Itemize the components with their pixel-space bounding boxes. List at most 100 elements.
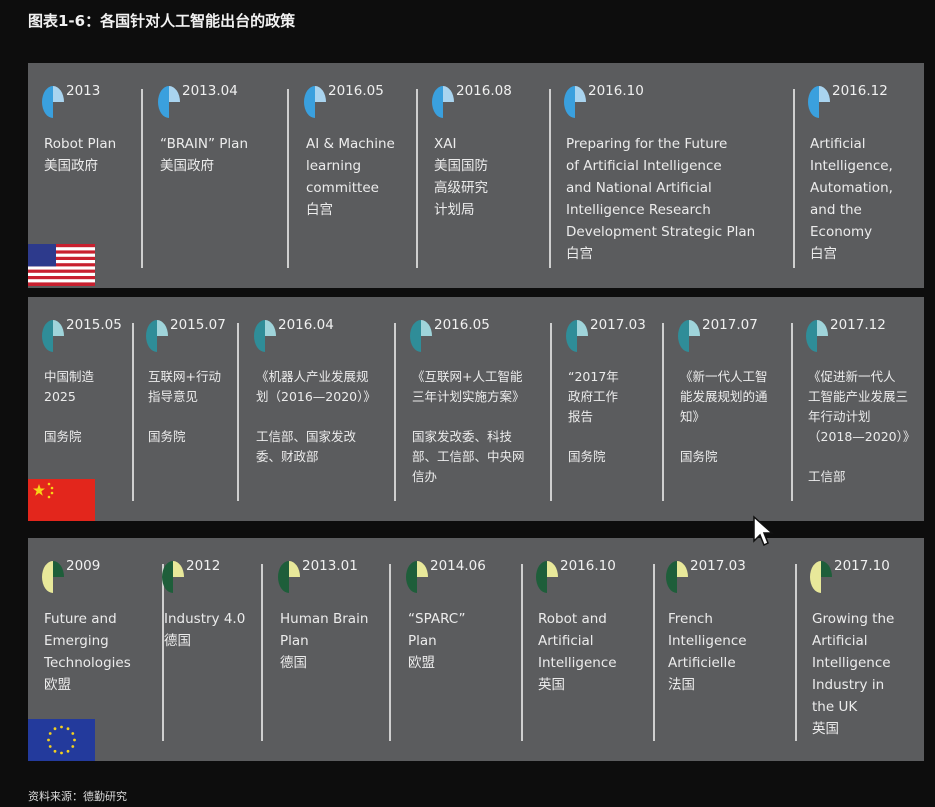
policy-item: 2017.12 《促进新一代人 工智能产业发展三 年行动计划 （2018—202… — [792, 297, 924, 521]
policy-year: 2017.10 — [834, 558, 890, 574]
divider — [550, 323, 552, 501]
policy-agency: 英国 — [538, 677, 565, 693]
divider — [141, 89, 143, 268]
pie-icon — [808, 86, 830, 118]
policy-year: 2013 — [66, 83, 101, 99]
divider — [521, 564, 523, 741]
policy-agency: 白宫 — [306, 202, 333, 218]
pie-icon — [278, 561, 300, 593]
policy-agency: 国务院 — [680, 449, 718, 464]
divider — [662, 323, 664, 501]
policy-year: 2016.10 — [588, 83, 644, 99]
policy-year: 2016.04 — [278, 317, 334, 333]
chart-title: 图表1-6：各国针对人工智能出台的政策 — [28, 12, 296, 30]
policy-year: 2017.07 — [702, 317, 758, 333]
policy-item: 2016.10 Preparing for the Future of Arti… — [550, 63, 790, 288]
divider — [287, 89, 289, 268]
policy-agency: 国家发改委、科技 部、工信部、中央网 信办 — [412, 429, 525, 484]
divider — [549, 89, 551, 268]
divider — [237, 323, 239, 501]
policy-year: 2016.08 — [456, 83, 512, 99]
policy-agency: 法国 — [668, 677, 695, 693]
policy-year: 2009 — [66, 558, 101, 574]
pie-icon — [432, 86, 454, 118]
policy-name: 《机器人产业发展规 划（2016—2020）》工信部、国家发改 委、财政部 — [256, 369, 376, 464]
policy-agency: 德国 — [164, 633, 191, 649]
policy-year: 2017.12 — [830, 317, 886, 333]
policy-agency: 工信部、国家发改 委、财政部 — [256, 429, 357, 464]
pie-icon — [162, 561, 184, 593]
divider — [132, 323, 134, 501]
policy-agency: 国务院 — [568, 449, 606, 464]
policy-year: 2013.01 — [302, 558, 358, 574]
policy-year: 2017.03 — [690, 558, 746, 574]
policy-name: 《互联网+人工智能 三年计划实施方案》国家发改委、科技 部、工信部、中央网 信办 — [412, 369, 525, 484]
pie-icon — [564, 86, 586, 118]
policy-item: 2016.10 Robot and Artificial Intelligenc… — [522, 538, 650, 761]
pie-icon — [304, 86, 326, 118]
divider — [261, 564, 263, 741]
source-note: 资料来源：德勤研究 — [28, 790, 127, 803]
policy-agency: 欧盟 — [408, 655, 435, 671]
pie-icon — [42, 86, 64, 118]
policy-year: 2016.10 — [560, 558, 616, 574]
pie-icon — [536, 561, 558, 593]
policy-item: 2017.03 “2017年 政府工作 报告国务院 — [552, 297, 660, 521]
pie-icon — [666, 561, 688, 593]
divider — [162, 564, 164, 741]
policy-year: 2016.05 — [434, 317, 490, 333]
divider — [416, 89, 418, 268]
eu-flag-icon — [28, 719, 95, 761]
pie-icon — [42, 561, 64, 593]
policy-agency: 德国 — [280, 655, 307, 671]
china-flag-icon — [28, 479, 95, 521]
policy-name: “2017年 政府工作 报告国务院 — [568, 369, 619, 464]
policy-agency: 美国国防 高级研究 计划局 — [434, 158, 488, 218]
policy-agency: 美国政府 — [160, 158, 214, 174]
policy-name: 互联网+行动 指导意见国务院 — [148, 369, 221, 444]
policy-agency: 工信部 — [808, 469, 846, 484]
policy-name: 《新一代人工智 能发展规划的通 知》国务院 — [680, 369, 768, 464]
policy-item: 2016.12 Artificial Intelligence, Automat… — [794, 63, 922, 288]
pie-icon — [42, 320, 64, 352]
pie-icon — [146, 320, 168, 352]
policy-item: 2017.10 Growing the Artificial Intellige… — [796, 538, 924, 761]
divider — [795, 564, 797, 741]
pie-icon — [158, 86, 180, 118]
policy-year: 2016.05 — [328, 83, 384, 99]
pie-icon — [806, 320, 828, 352]
policy-name: Artificial Intelligence, Automation, and… — [810, 136, 893, 262]
divider — [791, 323, 793, 501]
policy-year: 2015.07 — [170, 317, 226, 333]
policy-agency: 白宫 — [810, 246, 837, 262]
policy-name: Growing the Artificial Intelligence Indu… — [812, 611, 895, 737]
policy-name: 《促进新一代人 工智能产业发展三 年行动计划 （2018—2020）》工信部 — [808, 369, 916, 484]
divider — [653, 564, 655, 741]
pie-icon — [406, 561, 428, 593]
divider — [394, 323, 396, 501]
policy-agency: 白宫 — [566, 246, 593, 262]
policy-agency: 国务院 — [44, 429, 82, 444]
policy-year: 2017.03 — [590, 317, 646, 333]
policy-agency: 欧盟 — [44, 677, 71, 693]
policy-year: 2016.12 — [832, 83, 888, 99]
